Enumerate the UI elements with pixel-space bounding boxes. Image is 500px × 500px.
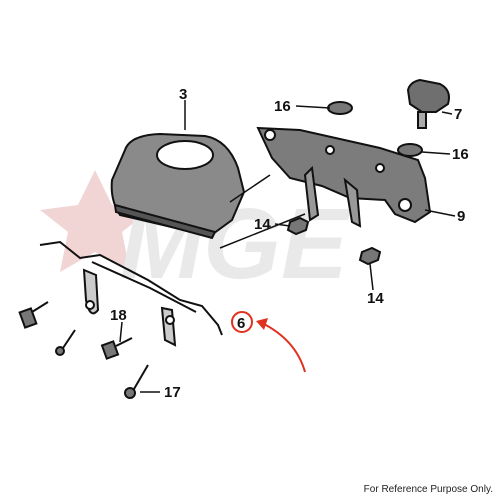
label-7: 7 [454, 106, 462, 123]
part-3-cover [110, 132, 246, 240]
disclaimer-text: For Reference Purpose Only. [363, 484, 493, 495]
part-16-washer-right [397, 143, 423, 157]
part-14-nut-left [286, 216, 310, 236]
label-9: 9 [457, 208, 465, 225]
leader-lines [119, 100, 456, 393]
label-16a: 16 [274, 98, 291, 115]
label-14b: 14 [367, 290, 384, 307]
highlight-part-6 [231, 311, 306, 373]
watermark-star-icon [40, 170, 150, 272]
part-labels: 3 16 7 16 9 14 14 6 18 17 [110, 86, 469, 401]
label-16b: 16 [452, 146, 469, 163]
part-14-nut-right [358, 246, 382, 266]
part-6-stay [39, 240, 223, 347]
label-18: 18 [110, 307, 127, 324]
part-16-washer-top [327, 101, 353, 115]
label-3: 3 [179, 86, 187, 103]
label-17: 17 [164, 384, 181, 401]
part-7-knob [406, 78, 450, 129]
part-9-top-bridge [256, 126, 432, 228]
highlight-arrow-icon [261, 322, 306, 373]
highlight-circle [231, 311, 253, 333]
highlight-arrow-head-icon [256, 318, 268, 330]
label-6: 6 [237, 315, 245, 332]
label-14a: 14 [254, 216, 271, 233]
part-bolts [18, 301, 149, 399]
